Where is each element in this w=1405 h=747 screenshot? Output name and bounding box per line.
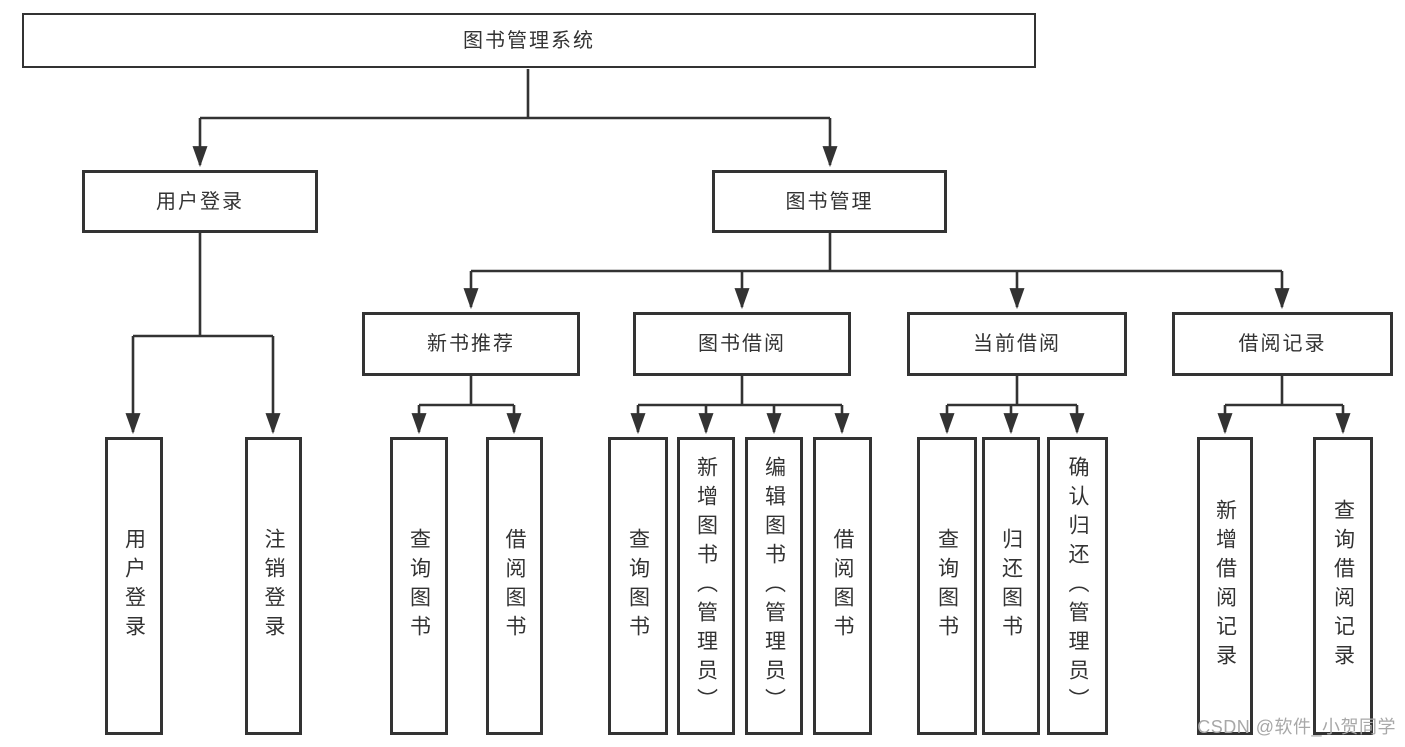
leaf-nbr-query-books: 查询图书: [390, 437, 448, 735]
leaf-nbr-borrow-books: 借阅图书: [486, 437, 543, 735]
leaf-bb-query-books-label: 查询图书: [626, 528, 650, 644]
leaf-user-login-label: 用户登录: [122, 528, 146, 644]
edge-book-management-to-level3: [463, 233, 1290, 310]
edge-borrowing-records-to-leaves: [1217, 376, 1351, 435]
leaf-cb-return-books: 归还图书: [982, 437, 1040, 735]
leaf-cb-confirm-return-admin: 确认归还（管理员）: [1047, 437, 1108, 735]
node-book-management: 图书管理: [712, 170, 947, 233]
leaf-br-query-record: 查询借阅记录: [1313, 437, 1373, 735]
leaf-br-query-record-label: 查询借阅记录: [1331, 499, 1355, 673]
leaf-bb-add-books-admin-label: 新增图书（管理员）: [694, 455, 718, 717]
edge-current-borrowing-to-leaves: [939, 376, 1085, 435]
leaf-bb-edit-books-admin: 编辑图书（管理员）: [745, 437, 803, 735]
leaf-user-login: 用户登录: [105, 437, 163, 735]
node-user-login-label: 用户登录: [156, 190, 244, 213]
edge-user-login-to-leaves: [125, 233, 281, 435]
node-user-login: 用户登录: [82, 170, 318, 233]
leaf-bb-edit-books-admin-label: 编辑图书（管理员）: [762, 455, 786, 717]
leaf-bb-borrow-books-label: 借阅图书: [831, 528, 854, 644]
node-borrowing-records: 借阅记录: [1172, 312, 1393, 376]
node-current-borrowing: 当前借阅: [907, 312, 1127, 376]
node-book-management-label: 图书管理: [785, 190, 874, 213]
node-root-label: 图书管理系统: [463, 29, 595, 52]
leaf-cb-query-books-label: 查询图书: [935, 528, 959, 644]
leaf-cb-return-books-label: 归还图书: [999, 528, 1023, 644]
leaf-cb-confirm-return-admin-label: 确认归还（管理员）: [1066, 455, 1089, 717]
node-new-book-recommend: 新书推荐: [362, 312, 580, 376]
node-borrowing-records-label: 借阅记录: [1238, 333, 1327, 355]
leaf-logout-login-label: 注销登录: [262, 528, 285, 644]
edge-book-borrowing-to-leaves: [630, 376, 850, 435]
leaf-br-add-record: 新增借阅记录: [1197, 437, 1253, 735]
node-book-borrowing: 图书借阅: [633, 312, 851, 376]
watermark: CSDN @软件_小贺同学: [1197, 717, 1396, 737]
leaf-cb-query-books: 查询图书: [917, 437, 977, 735]
leaf-bb-add-books-admin: 新增图书（管理员）: [677, 437, 735, 735]
leaf-logout-login: 注销登录: [245, 437, 302, 735]
leaf-nbr-borrow-books-label: 借阅图书: [503, 528, 526, 644]
node-root: 图书管理系统: [22, 13, 1036, 68]
node-book-borrowing-label: 图书借阅: [698, 333, 786, 355]
node-new-book-recommend-label: 新书推荐: [427, 333, 515, 355]
edge-root-to-level2: [192, 69, 838, 168]
leaf-bb-query-books: 查询图书: [608, 437, 668, 735]
node-current-borrowing-label: 当前借阅: [973, 333, 1061, 355]
leaf-br-add-record-label: 新增借阅记录: [1213, 499, 1237, 673]
edge-new-book-recommend-to-leaves: [411, 376, 522, 435]
leaf-bb-borrow-books: 借阅图书: [813, 437, 872, 735]
leaf-nbr-query-books-label: 查询图书: [407, 528, 431, 644]
